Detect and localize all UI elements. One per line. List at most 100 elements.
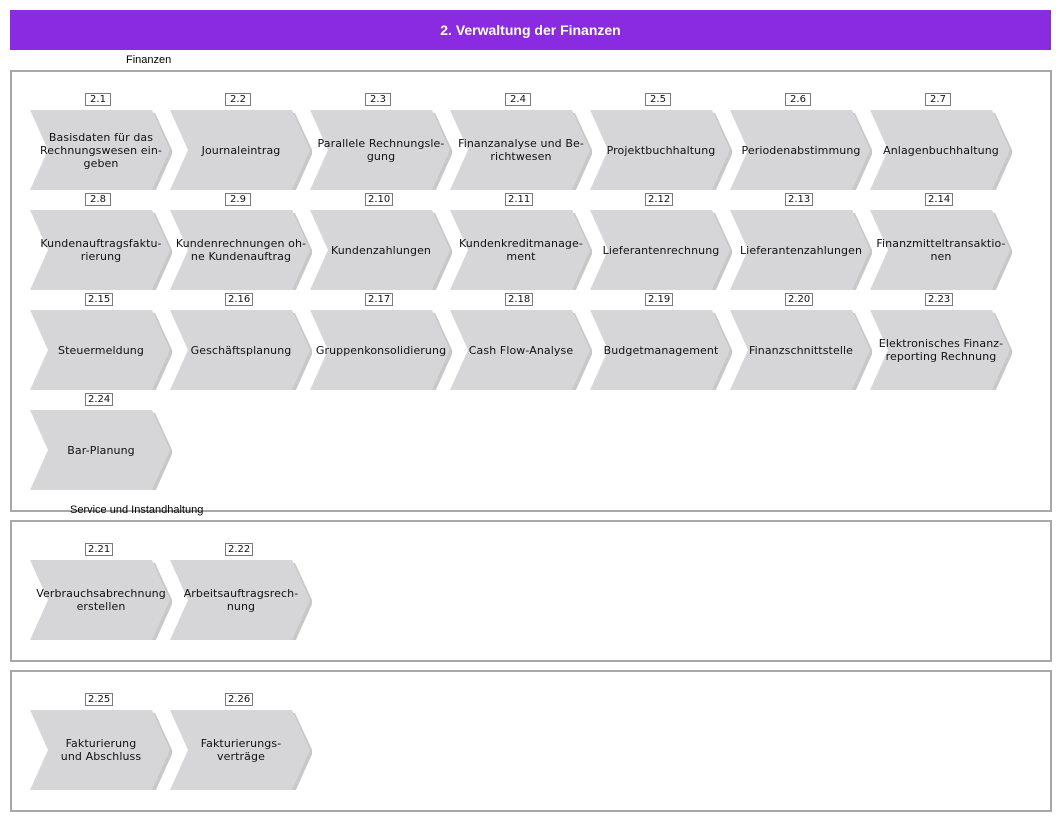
process-chevron-body: [170, 110, 310, 190]
process-chevron-shape: [730, 210, 872, 290]
process-chevron-shape: [450, 210, 592, 290]
process-chevron-body: [170, 710, 310, 790]
process-chevron-body: [730, 210, 870, 290]
process-step[interactable]: Bar-Planung 2.24: [30, 393, 172, 490]
process-number-badge: 2.15: [85, 293, 114, 306]
process-label: Bar-Planung: [67, 443, 135, 457]
process-chevron-body: [170, 210, 310, 290]
process-chevron-shape: [450, 110, 592, 190]
process-number-badge: 2.18: [505, 293, 534, 306]
process-label: Finanzanalyse und Be- richtwesen: [458, 137, 584, 163]
process-number-badge: 2.4: [505, 93, 531, 106]
group-box-fakturierung: [10, 670, 1052, 812]
process-chevron-shape: [870, 110, 1012, 190]
process-chevron-body: [450, 310, 590, 390]
process-step[interactable]: Steuermeldung 2.15: [30, 293, 172, 390]
process-label: Parallele Rechnungsle- gung: [317, 137, 445, 163]
process-number-badge: 2.24: [85, 393, 114, 406]
process-chevron-body: [590, 110, 730, 190]
process-number-badge: 2.21: [85, 543, 114, 556]
process-chevron-shape: [30, 710, 172, 790]
process-step[interactable]: Journaleintrag 2.2: [170, 93, 312, 190]
process-label: Journaleintrag: [201, 143, 281, 157]
process-label: Kundenauftragsfaktu- rierung: [40, 237, 162, 263]
process-label: Fakturierung und Abschluss: [60, 737, 142, 763]
process-number-badge: 2.11: [505, 193, 534, 206]
process-number-badge: 2.6: [785, 93, 811, 106]
process-number-badge: 2.2: [225, 93, 251, 106]
process-number-badge: 2.16: [225, 293, 254, 306]
process-label: Finanzschnittstelle: [748, 343, 854, 357]
process-chevron-body: [870, 210, 1010, 290]
process-chevron-shape: [170, 710, 312, 790]
group-label-finanzen: Finanzen: [126, 54, 172, 66]
process-step[interactable]: Finanzschnittstelle 2.20: [730, 293, 872, 390]
process-chevron-shape: [730, 110, 872, 190]
process-chevron-body: [170, 310, 310, 390]
process-number-badge: 2.14: [925, 193, 954, 206]
process-number-badge: 2.22: [225, 543, 254, 556]
process-label: Verbrauchsabrechnung erstellen: [36, 587, 166, 613]
process-step[interactable]: Verbrauchsabrechnung erstellen 2.21: [30, 543, 172, 640]
process-step[interactable]: Elektronisches Finanz- reporting Rechnun…: [870, 293, 1012, 390]
process-chevron-shape: [30, 410, 172, 490]
process-chevron-shape: [170, 560, 312, 640]
process-chevron-body: [730, 110, 870, 190]
process-step[interactable]: Finanzanalyse und Be- richtwesen 2.4: [450, 93, 592, 190]
process-number-badge: 2.1: [85, 93, 111, 106]
process-step[interactable]: Fakturierung und Abschluss 2.25: [30, 693, 172, 790]
process-chevron-body: [590, 310, 730, 390]
process-label: Kundenrechnungen oh- ne Kundenauftrag: [175, 237, 307, 263]
process-number-badge: 2.10: [365, 193, 394, 206]
process-label: Lieferantenzahlungen: [739, 243, 863, 257]
process-chevron-shape: [310, 110, 452, 190]
process-number-badge: 2.25: [85, 693, 114, 706]
process-chevron-shape: [590, 110, 732, 190]
process-step[interactable]: Geschäftsplanung 2.16: [170, 293, 312, 390]
process-number-badge: 2.20: [785, 293, 814, 306]
process-step[interactable]: Periodenabstimmung 2.6: [730, 93, 872, 190]
process-step[interactable]: Gruppenkonsolidierung 2.17: [310, 293, 452, 390]
process-step[interactable]: Kundenauftragsfaktu- rierung 2.8: [30, 193, 172, 290]
process-step[interactable]: Basisdaten für das Rechnungswesen ein- g…: [30, 93, 172, 190]
process-label: Elektronisches Finanz- reporting Rechnun…: [878, 337, 1004, 363]
process-chevron-body: [590, 210, 730, 290]
process-number-badge: 2.17: [365, 293, 394, 306]
process-label: Fakturierungs- verträge: [200, 737, 282, 763]
process-chevron-shape: [30, 310, 172, 390]
process-chevron-body: [310, 210, 450, 290]
group-label-service: Service und Instandhaltung: [70, 504, 204, 516]
process-label: Kundenzahlungen: [330, 243, 432, 257]
process-chevron-shape: [450, 310, 592, 390]
process-chevron-shape: [170, 110, 312, 190]
process-label: Gruppenkonsolidierung: [315, 343, 447, 357]
process-number-badge: 2.8: [85, 193, 111, 206]
process-label: Geschäftsplanung: [190, 343, 292, 357]
process-label: Anlagenbuchhaltung: [883, 143, 999, 157]
process-label: Periodenabstimmung: [741, 143, 861, 157]
process-chevron-shape: [170, 210, 312, 290]
process-number-badge: 2.23: [925, 293, 954, 306]
process-chevron-body: [30, 210, 170, 290]
process-step[interactable]: Kundenzahlungen 2.10: [310, 193, 452, 290]
process-chevron-body: [30, 710, 170, 790]
process-step[interactable]: Arbeitsauftragsrech- nung 2.22: [170, 543, 312, 640]
process-number-badge: 2.12: [645, 193, 674, 206]
process-label: Arbeitsauftragsrech- nung: [183, 587, 299, 613]
process-chevron-shape: [870, 310, 1012, 390]
process-chevron-body: [30, 310, 170, 390]
process-chevron-body: [310, 310, 450, 390]
process-chevron-body: [870, 310, 1010, 390]
process-label: Steuermeldung: [58, 343, 144, 357]
